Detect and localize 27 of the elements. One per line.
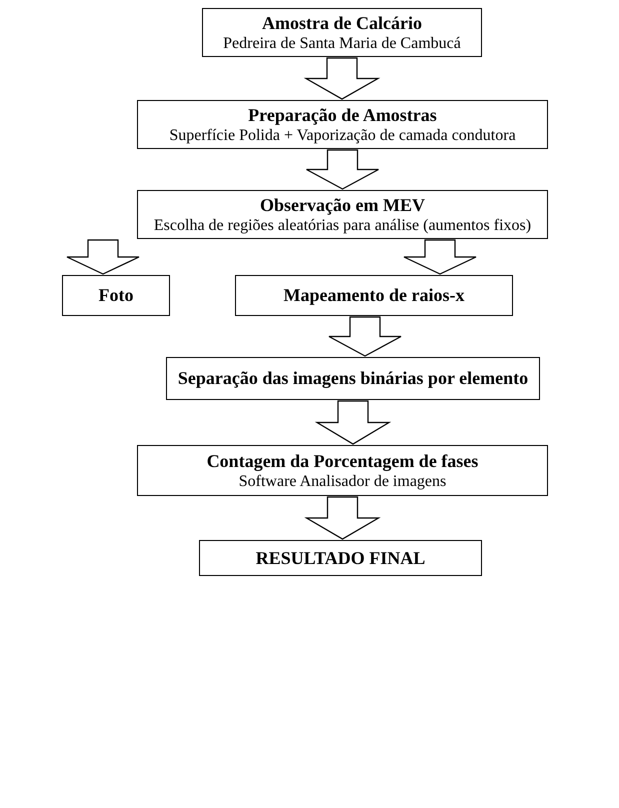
block-arrow (304, 57, 380, 100)
block-arrow (66, 239, 140, 275)
process-box (199, 540, 482, 576)
step-title: Amostra de Calcário (262, 12, 422, 34)
process-box (202, 8, 482, 57)
process-box (62, 275, 170, 316)
block-arrow (328, 316, 402, 357)
step-description: Superfície Polida + Vaporização de camada condutora (169, 126, 516, 144)
step-description: Software Analisador de imagens (238, 472, 446, 490)
process-box (235, 275, 513, 316)
process-box (166, 357, 540, 400)
step-title: RESULTADO FINAL (256, 548, 426, 568)
process-box (137, 190, 548, 239)
block-arrow (314, 400, 392, 445)
step-title: Observação em MEV (260, 194, 425, 216)
step-title: Foto (98, 285, 134, 306)
step-description: Pedreira de Santa Maria de Cambucá (223, 34, 461, 52)
block-arrow (306, 149, 380, 190)
step-title: Contagem da Porcentagem de fases (206, 450, 478, 472)
block-arrow (304, 496, 381, 540)
step-description: Escolha de regiões aleatórias para análise (aumentos fixos) (154, 216, 532, 234)
process-box (137, 100, 548, 149)
step-title: Separação das imagens binárias por elemento (178, 368, 528, 389)
step-title: Preparação de Amostras (248, 104, 437, 126)
process-box (137, 445, 548, 496)
block-arrow (403, 239, 477, 275)
step-title: Mapeamento de raios-x (284, 285, 464, 306)
